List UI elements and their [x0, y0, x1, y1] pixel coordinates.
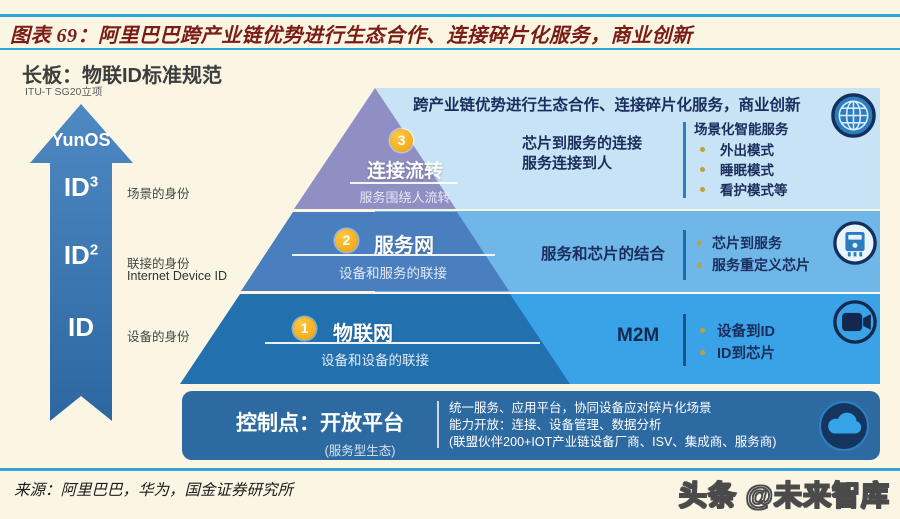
bullet-dot-icon: [700, 166, 705, 172]
side-label-connect-en: Internet Device ID: [127, 269, 228, 283]
id1-label: ID: [44, 312, 118, 343]
band1-vertical-divider: [683, 122, 686, 198]
pyramid-level-1-divider: [350, 182, 458, 184]
id2-base: ID: [63, 240, 90, 270]
band1-left-line2: 服务连接到人: [522, 155, 613, 172]
side-label-connect: 联接的身份: [127, 257, 190, 271]
pyramid-level-2-subtitle: 设备和服务的联接: [339, 266, 447, 281]
band1-left-line1: 芯片到服务的连接: [522, 135, 643, 152]
platform-bar: [182, 391, 880, 460]
badge-1: 1: [293, 317, 316, 340]
source-note: 来源：阿里巴巴，华为，国金证券研究所: [14, 482, 294, 499]
id3-sup: 3: [89, 173, 99, 191]
yunos-label: YunOS: [51, 130, 111, 150]
platform-bar-lines: 统一服务、应用平台，协同设备应对碎片化场景 能力开放：连接、设备管理、数据分析 …: [449, 400, 776, 451]
id2-sup: 2: [89, 241, 99, 259]
badge-2: 2: [335, 229, 358, 252]
bullet-label: 外出模式: [720, 143, 774, 158]
pyramid-level-1-title: 连接流转: [366, 161, 443, 182]
band1-left-text: 芯片到服务的连接 服务连接到人: [522, 134, 642, 174]
platform-bar-line3: (联盟伙伴200+IOT产业链设备厂商、ISV、集成商、服务商): [449, 435, 777, 449]
cloud-icon: [817, 399, 871, 458]
globe-icon: [830, 92, 877, 144]
figure-title: 图表 69：阿里巴巴跨产业链优势进行生态合作、连接碎片化服务，商业创新: [10, 25, 693, 47]
bullet-dot-icon: [700, 146, 705, 152]
platform-bar-line1: 统一服务、应用平台，协同设备应对碎片化场景: [449, 401, 712, 415]
pyramid-level-3-divider: [265, 342, 540, 344]
id3-base: ID: [63, 172, 90, 202]
id1-base: ID: [68, 312, 94, 342]
platform-bar-title: 控制点：开放平台: [236, 412, 404, 435]
top-rule: [0, 14, 900, 17]
panel-header: 跨产业链优势进行生态合作、连接碎片化服务，商业创新: [413, 97, 801, 114]
bullet-dot-icon: [697, 262, 702, 268]
left-panel-subheading: ITU-T SG20立项: [25, 86, 103, 98]
band3-bullet-list: 设备到ID ID到芯片: [700, 319, 775, 363]
bullet-label: 设备到ID: [717, 323, 775, 340]
badge-3: 3: [390, 129, 413, 152]
band1-right-title: 场景化智能服务: [694, 122, 789, 137]
left-panel-heading: 长板：物联ID标准规范: [22, 65, 222, 87]
bullet-dot-icon: [700, 349, 705, 355]
bullet-label: 芯片到服务: [712, 235, 782, 251]
band3-vertical-divider: [683, 314, 686, 366]
id2-label: ID2: [44, 240, 118, 271]
bullet-label: 服务重定义芯片: [712, 257, 810, 273]
band1-bullet-list: 外出模式 睡眠模式 看护模式等: [700, 139, 788, 199]
id3-label: ID3: [44, 172, 118, 203]
camera-icon: [832, 299, 878, 350]
bullet-dot-icon: [700, 186, 705, 192]
chip-icon: [832, 220, 878, 271]
platform-bar-line2: 能力开放：连接、设备管理、数据分析: [449, 418, 662, 432]
platform-bar-subtitle: (服务型生态): [324, 444, 396, 458]
band3-left-text: M2M: [617, 325, 660, 346]
bullet-label: 看护模式等: [720, 183, 788, 198]
pyramid-level-1-subtitle: 服务围绕人流转: [359, 190, 451, 205]
panel-band-scene: [375, 88, 880, 209]
bullet-label: ID到芯片: [717, 345, 775, 362]
side-label-device: 设备的身份: [127, 330, 190, 344]
pyramid-level-2-divider: [292, 254, 495, 256]
band2-left-text: 服务和芯片的结合: [541, 246, 666, 263]
title-bottom-rule: [0, 48, 900, 50]
footer-rule: [0, 468, 900, 471]
bullet-dot-icon: [700, 327, 705, 333]
watermark: 头条 @未来智库: [678, 479, 890, 512]
bullet-label: 睡眠模式: [720, 163, 774, 178]
band2-vertical-divider: [683, 230, 686, 280]
side-label-scene: 场景的身份: [127, 187, 190, 201]
platform-bar-divider: [437, 401, 439, 448]
pyramid-level-3-subtitle: 设备和设备的联接: [321, 353, 429, 368]
bullet-dot-icon: [697, 240, 702, 246]
band2-bullet-list: 芯片到服务 服务重定义芯片: [697, 232, 810, 276]
